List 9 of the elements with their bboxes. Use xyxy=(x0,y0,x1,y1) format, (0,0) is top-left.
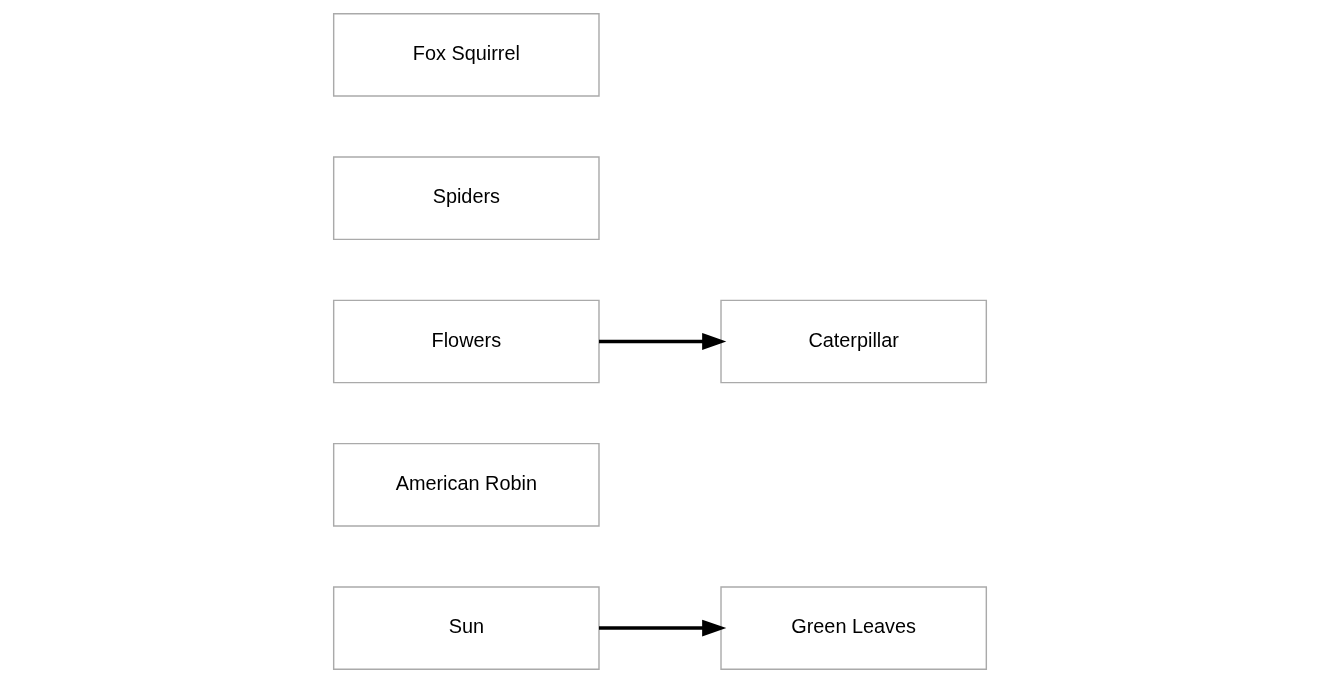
node-box: Flowers xyxy=(332,299,600,384)
arrow xyxy=(599,619,727,637)
arrow xyxy=(599,333,727,350)
node-box: American Robin xyxy=(332,442,600,527)
node-box: Caterpillar xyxy=(720,299,988,384)
node-box: Green Leaves xyxy=(720,586,988,670)
node-box: Sun xyxy=(332,586,600,670)
node-box: Fox Squirrel xyxy=(332,13,600,97)
node-box: Spiders xyxy=(332,156,600,241)
